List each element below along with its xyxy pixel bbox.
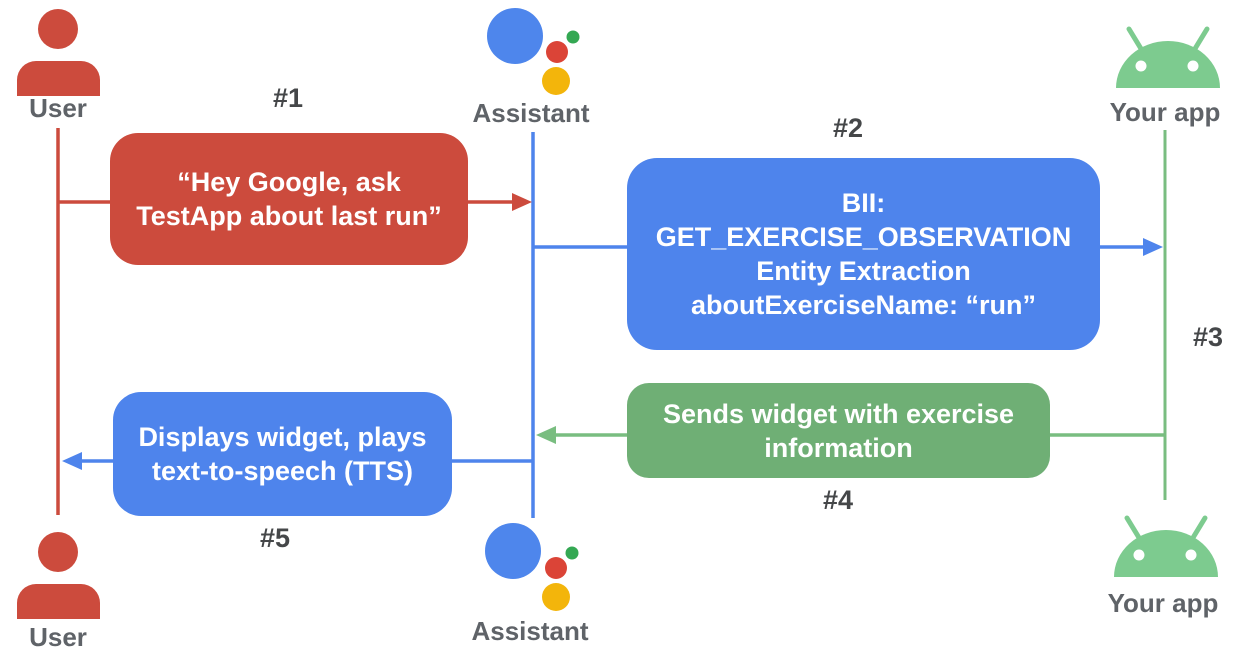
assistant-top-label: Assistant bbox=[472, 98, 590, 128]
message-2-box: BII: GET_EXERCISE_OBSERVATION Entity Ext… bbox=[627, 158, 1100, 350]
user-icon-top bbox=[17, 9, 100, 96]
message-2-text-line-4: aboutExerciseName: “run” bbox=[690, 290, 1037, 320]
app-bottom-label: Your app bbox=[1107, 588, 1219, 618]
message-5-box: Displays widget, plays text-to-speech (T… bbox=[113, 392, 452, 516]
android-icon-bottom bbox=[1114, 515, 1218, 577]
message-5-text: Displays widget, plays text-to-speech (T… bbox=[138, 422, 427, 486]
user-top-label: User bbox=[29, 93, 87, 123]
assistant-bottom-label: Assistant bbox=[471, 616, 589, 646]
message-2-text-line-3: Entity Extraction bbox=[756, 256, 971, 286]
android-icon-top bbox=[1116, 26, 1220, 88]
user-icon-bottom bbox=[17, 532, 100, 619]
step-1-label: #1 bbox=[272, 83, 304, 113]
step-2-label: #2 bbox=[832, 113, 864, 143]
message-1-text: “Hey Google, ask TestApp about last run” bbox=[136, 167, 442, 231]
message-4-text: Sends widget with exercise information bbox=[662, 398, 1015, 463]
app-top-label: Your app bbox=[1109, 97, 1221, 127]
step-5-label: #5 bbox=[259, 523, 291, 553]
assistant-logo-icon-top bbox=[487, 8, 580, 95]
user-bottom-label: User bbox=[29, 622, 87, 652]
message-1-box: “Hey Google, ask TestApp about last run” bbox=[110, 133, 468, 265]
message-4-box: Sends widget with exercise information bbox=[627, 383, 1050, 478]
assistant-logo-icon-bottom bbox=[485, 523, 579, 611]
step-3-label: #3 bbox=[1192, 322, 1224, 352]
message-2-text-line-2: GET_EXERCISE_OBSERVATION bbox=[655, 222, 1072, 252]
message-2-text-line-1: BII: bbox=[841, 188, 886, 218]
step-4-label: #4 bbox=[822, 485, 854, 515]
